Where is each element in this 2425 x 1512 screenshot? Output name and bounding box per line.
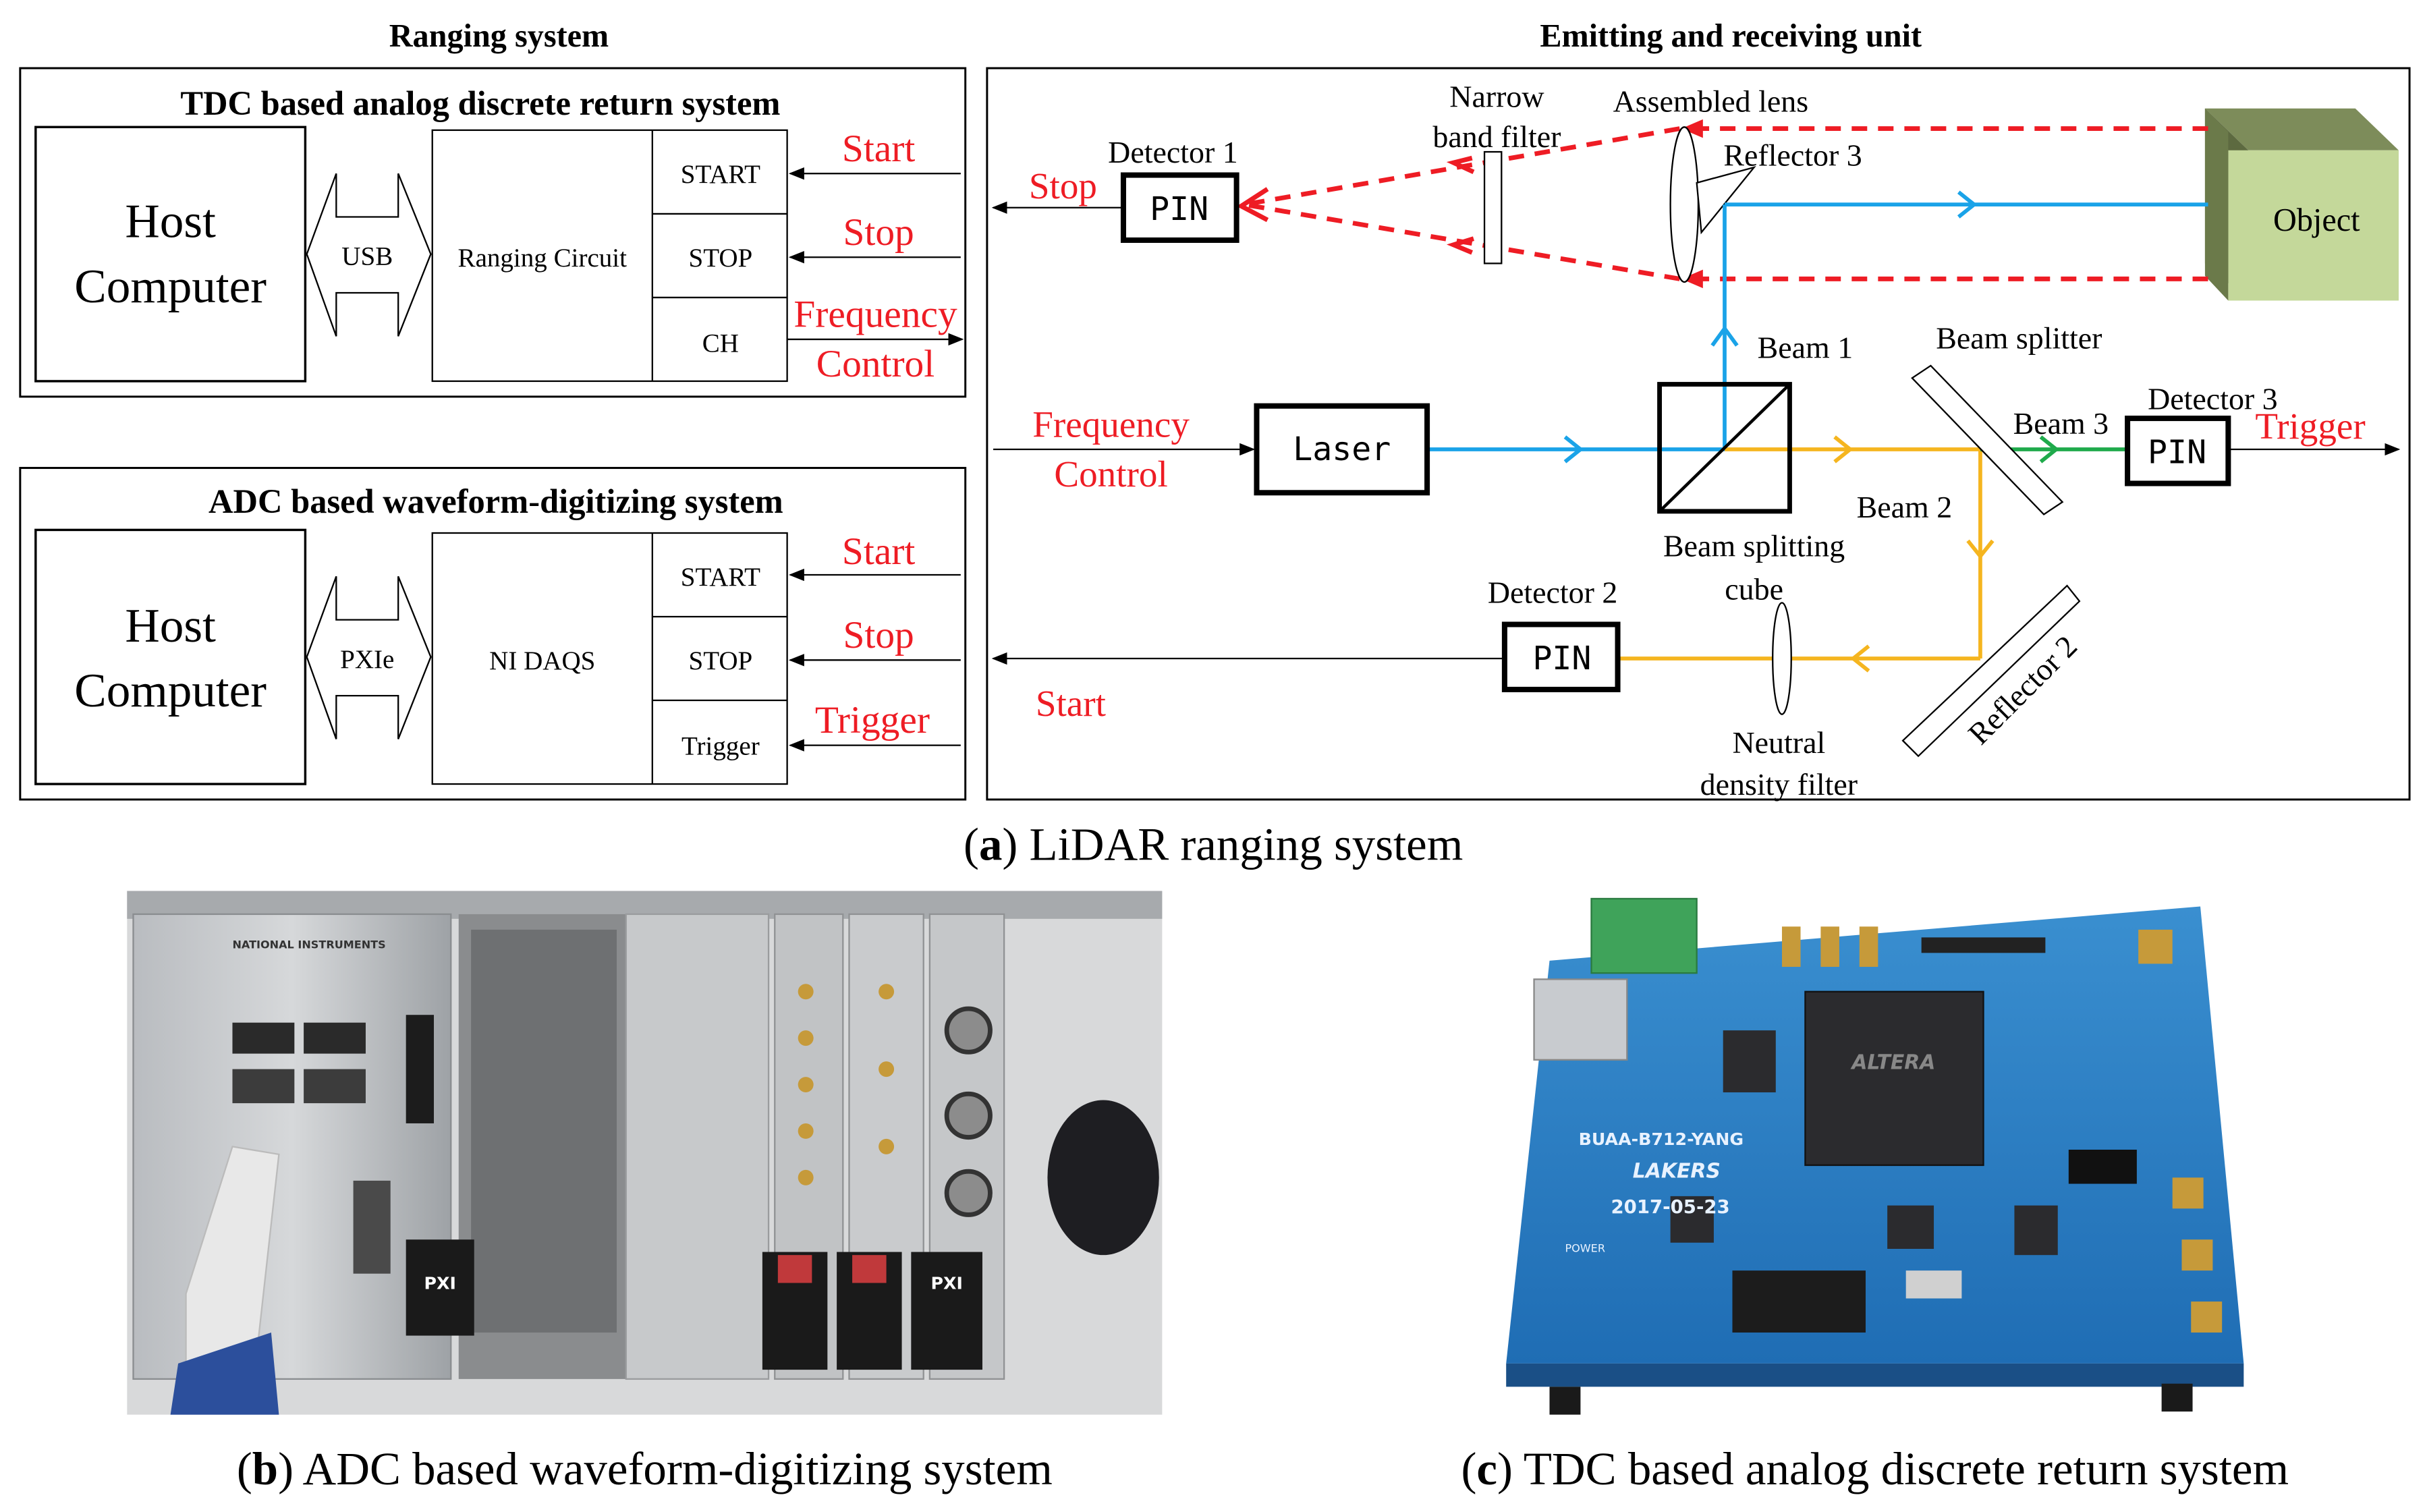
- caption-a: (a) LiDAR ranging system: [964, 819, 1463, 870]
- host-label: Host: [125, 195, 216, 248]
- trigger-signal-label: Trigger: [815, 699, 930, 741]
- return-beams: [1236, 119, 2208, 289]
- ni-logo-text: NATIONAL INSTRUMENTS: [232, 938, 385, 951]
- caption-a-letter: a: [979, 819, 1002, 870]
- control-label: Control: [816, 343, 935, 385]
- caption-a-text: LiDAR ranging system: [1018, 819, 1463, 870]
- pin-label-1: PIN: [1150, 190, 1208, 228]
- ch-port: CH: [702, 329, 739, 358]
- host-computer-box-2: [34, 528, 307, 785]
- ni-daqs-box: [431, 532, 788, 785]
- tdc-system-block: TDC based analog discrete return system …: [19, 67, 967, 398]
- usb-label: USB: [341, 242, 393, 271]
- adc-system-title: ADC based waveform-digitizing system: [208, 482, 783, 520]
- detector-2-pin: [1501, 621, 1621, 692]
- start-output-label: Start: [1036, 683, 1106, 724]
- start-port-2: START: [681, 563, 760, 592]
- board-date: 2017-05-23: [1611, 1196, 1730, 1218]
- pxie-bus-arrow: [306, 576, 432, 739]
- pxi-badge-2: PXI: [930, 1274, 962, 1293]
- trigger-port: Trigger: [681, 731, 760, 760]
- stop-port-2: STOP: [688, 646, 752, 675]
- yellow-beam: [1617, 435, 1995, 673]
- emitting-receiving-box: [986, 67, 2411, 801]
- beam-splitter: [1911, 364, 2064, 515]
- cube-label-1: Beam splitting: [1663, 528, 1845, 563]
- power-label: POWER: [1565, 1242, 1605, 1255]
- blue-beam: [1428, 190, 2208, 464]
- beam-1-label: Beam 1: [1758, 330, 1853, 364]
- control-input-label: Control: [1054, 453, 1167, 495]
- cube-label-2: cube: [1725, 572, 1783, 607]
- photo-pxi-chassis: NATIONAL INSTRUMENTS PXI PXI: [127, 891, 1163, 1415]
- pxi-badge-1: PXI: [424, 1274, 456, 1293]
- stop-signal-label: Stop: [843, 211, 914, 254]
- tdc-system-title: TDC based analog discrete return system: [180, 84, 780, 122]
- ranging-system-title: Ranging system: [389, 18, 609, 54]
- stop-signal-label-2: Stop: [843, 614, 914, 656]
- pin-label-3: PIN: [2148, 434, 2206, 472]
- band-filter-label: band filter: [1432, 119, 1561, 154]
- reflector-2: [1901, 584, 2081, 758]
- frequency-label: Frequency: [793, 293, 957, 336]
- host-label-2: Host: [125, 600, 216, 652]
- narrow-label: Narrow: [1449, 79, 1544, 113]
- neutral-density-filter: [1772, 602, 1792, 715]
- detector-1-label: Detector 1: [1108, 135, 1238, 169]
- assembled-lens-label: Assembled lens: [1613, 84, 1809, 118]
- stop-output-label: Stop: [1029, 165, 1097, 206]
- beam-3-label: Beam 3: [2013, 406, 2109, 441]
- reflector-3: [1696, 165, 1756, 235]
- team-logo: LAKERS: [1633, 1159, 1721, 1183]
- object-block: Object: [2204, 108, 2399, 301]
- density-filter-label: density filter: [1700, 767, 1858, 802]
- trigger-output-label: Trigger: [2255, 405, 2365, 447]
- computer-label: Computer: [74, 260, 267, 313]
- caption-b: (b) ADC based waveform-digitizing system: [237, 1443, 1053, 1494]
- emitting-receiving-title: Emitting and receiving unit: [1540, 18, 1922, 54]
- pin-label-2: PIN: [1532, 640, 1591, 677]
- caption-b-text: ADC based waveform-digitizing system: [294, 1443, 1053, 1494]
- ranging-circuit-box: [431, 129, 788, 383]
- caption-c: (c) TDC based analog discrete return sys…: [1461, 1443, 2289, 1494]
- start-port: START: [681, 160, 760, 189]
- detector-3-pin: [2125, 416, 2231, 486]
- chip-label: ALTERA: [1850, 1051, 1935, 1075]
- caption-b-letter: b: [252, 1443, 278, 1494]
- caption-c-letter: c: [1476, 1443, 1497, 1494]
- beam-2-label: Beam 2: [1857, 490, 1953, 524]
- computer-label-2: Computer: [74, 665, 267, 717]
- usb-bus-arrow: [306, 173, 432, 337]
- ranging-circuit-label: Ranging Circuit: [458, 244, 628, 273]
- host-computer-box: [34, 125, 307, 383]
- assembled-lens: [1669, 126, 1700, 283]
- adc-system-block: ADC based waveform-digitizing system Hos…: [19, 467, 967, 801]
- object-label: Object: [2273, 202, 2360, 238]
- start-signal-label-2: Start: [842, 530, 915, 573]
- reflector-3-label: Reflector 3: [1723, 138, 1862, 173]
- laser-label: Laser: [1293, 430, 1391, 468]
- photo-tdc-board: ALTERA BUAA-B712-YANG LAKERS 2017-05-23 …: [1506, 897, 2244, 1415]
- caption-c-text: TDC based analog discrete return system: [1513, 1443, 2289, 1494]
- frequency-input-label: Frequency: [1032, 404, 1190, 445]
- pxie-label: PXIe: [340, 645, 394, 674]
- beam-splitter-label: Beam splitter: [1936, 321, 2102, 356]
- laser-box: [1254, 403, 1430, 496]
- board-name: BUAA-B712-YANG: [1579, 1129, 1744, 1149]
- narrow-band-filter: [1483, 150, 1503, 264]
- start-signal-label: Start: [842, 128, 915, 170]
- detector-2-label: Detector 2: [1488, 575, 1618, 609]
- stop-port: STOP: [688, 244, 752, 273]
- neutral-label: Neutral: [1733, 725, 1826, 760]
- beam-splitting-cube: [1657, 382, 1792, 514]
- detector-3-label: Detector 3: [2148, 381, 2278, 416]
- ni-daqs-label: NI DAQS: [489, 646, 595, 675]
